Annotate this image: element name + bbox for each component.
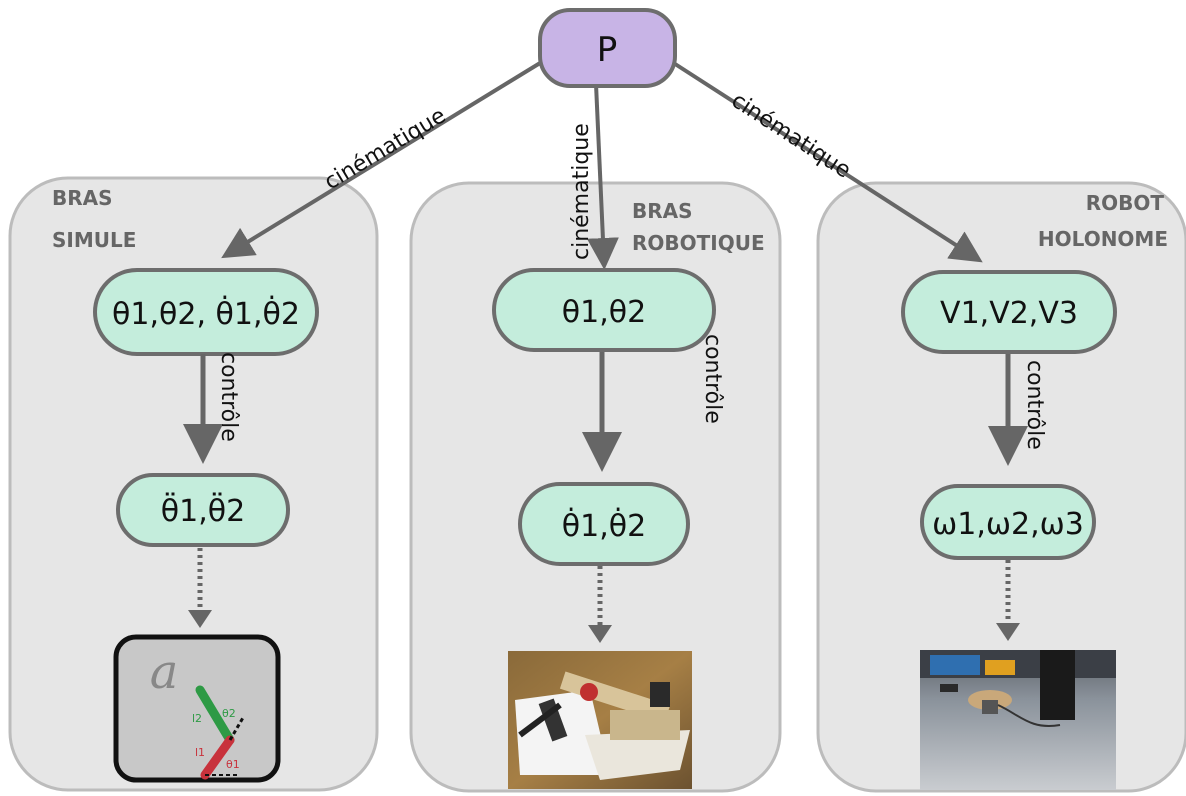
kinematics-arrow-2 xyxy=(586,83,619,270)
command-node-3 xyxy=(920,484,1096,560)
sim-link-2 xyxy=(195,685,235,745)
sim-script-a: a xyxy=(150,644,179,700)
kinematics-arrow-3 xyxy=(670,60,983,263)
command-node-3-label: ω1,ω2,ω3 xyxy=(932,507,1084,542)
command-node-1-label: θ̈1,θ̈2 xyxy=(161,493,245,529)
command-node-2-label: θ̇1,θ̇2 xyxy=(562,507,646,544)
kinematics-label-2: cinématique xyxy=(569,123,594,260)
sim-l1: l1 xyxy=(195,746,205,759)
kinematics-arrow-1 xyxy=(221,58,547,259)
control-label-3: contrôle xyxy=(1022,360,1047,450)
panel-title-1-line1: BRAS xyxy=(52,186,113,210)
state-node-2-label: θ1,θ2 xyxy=(562,295,646,330)
panel-title-1-line2: SIMULE xyxy=(52,228,136,252)
state-node-1 xyxy=(93,268,319,356)
panel-title-3-line2: HOLONOME xyxy=(1038,227,1168,251)
root-label: P xyxy=(597,30,618,70)
control-label-2: contrôle xyxy=(700,334,725,424)
sim-link-1 xyxy=(200,735,235,780)
sim-theta2: θ2 xyxy=(222,707,236,720)
state-node-3-label: V1,V2,V3 xyxy=(940,296,1078,331)
kinematics-label-3: cinématique xyxy=(727,88,855,183)
robot-arm-photo xyxy=(508,651,692,789)
output-arrowhead-2 xyxy=(588,625,612,643)
state-node-3 xyxy=(901,270,1117,354)
panel-title-2-line1: BRAS xyxy=(632,199,693,223)
command-node-1 xyxy=(116,473,290,547)
command-node-2 xyxy=(518,482,690,566)
state-node-1-label: θ1,θ2, θ̇1,θ̇2 xyxy=(112,295,300,332)
sim-dashed-axis xyxy=(228,715,246,741)
control-label-1: contrôle xyxy=(216,352,241,442)
panel-title-2-line2: ROBOTIQUE xyxy=(632,231,765,255)
kinematics-label-1: cinématique xyxy=(320,103,450,195)
sim-l2: l2 xyxy=(192,712,202,725)
root-node xyxy=(538,8,677,88)
output-arrowhead-3 xyxy=(996,623,1020,641)
panel-title-3-line1: ROBOT xyxy=(1086,191,1165,215)
simulation-thumbnail: a l2 θ2 l1 θ1 xyxy=(113,634,281,783)
sim-theta1: θ1 xyxy=(226,758,240,771)
state-node-2 xyxy=(492,268,716,352)
output-arrowhead-1 xyxy=(188,610,212,628)
holonomic-robot-photo xyxy=(920,650,1116,790)
